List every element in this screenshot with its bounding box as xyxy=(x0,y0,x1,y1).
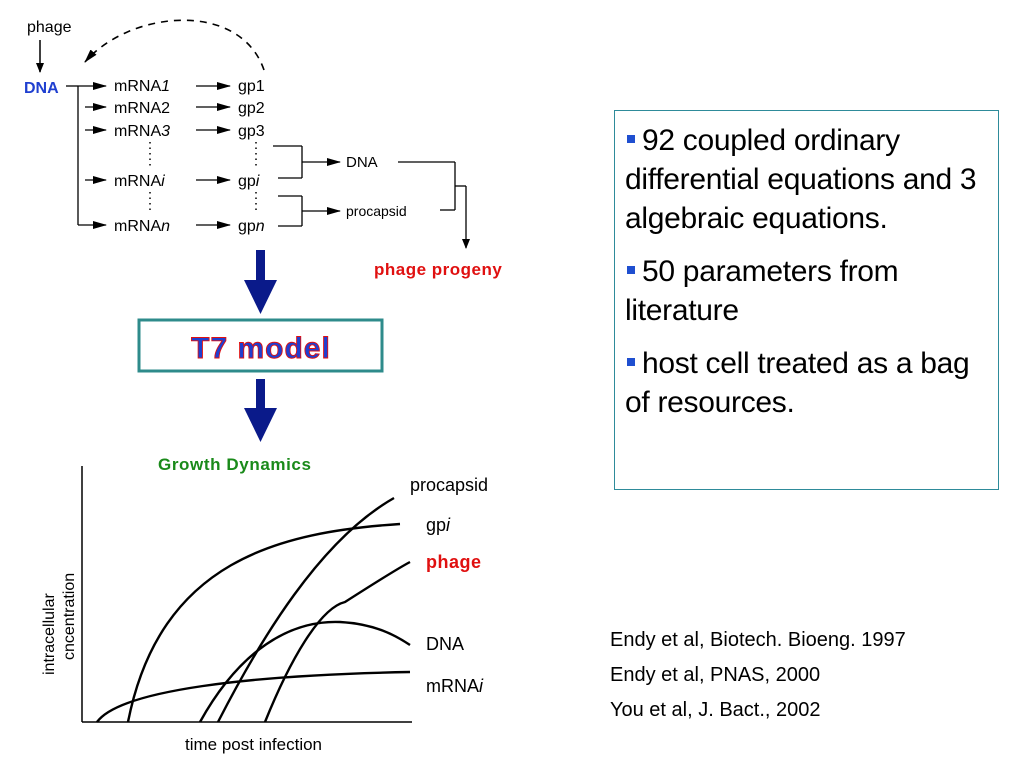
curve-gpi xyxy=(126,522,401,723)
navy-arrow-1-head xyxy=(244,280,277,314)
reference-2: Endy et al, PNAS, 2000 xyxy=(610,664,821,686)
gp-n-label: gpn xyxy=(238,218,265,235)
growth-dynamics-label: Growth Dynamics xyxy=(158,455,312,474)
reference-3: You et al, J. Bact., 2002 xyxy=(610,699,821,721)
mrna-1-label: mRNA1 xyxy=(114,78,170,95)
curve-procapsid xyxy=(216,496,395,723)
gp-2-label: gp2 xyxy=(238,100,265,117)
phage-label: phage xyxy=(27,19,72,36)
mrna-i-label: mRNAi xyxy=(114,173,165,190)
curve-phage xyxy=(263,560,411,723)
curve-mrnai xyxy=(96,670,411,723)
assembly-procapsid-label: procapsid xyxy=(346,203,407,219)
gp-1-label: gp1 xyxy=(238,78,265,95)
bullet-text-equations: 92 coupled ordinary differential equatio… xyxy=(625,124,977,235)
t7-model-box xyxy=(137,318,384,373)
plot-y-label-line1: intracellular xyxy=(41,593,58,675)
references: Endy et al, Biotech. Bioeng. 1997 Endy e… xyxy=(610,623,906,728)
t7-model-title: T7 model xyxy=(191,332,331,365)
navy-arrow-2-head xyxy=(244,408,277,442)
assembly-dna-label: DNA xyxy=(346,154,378,171)
bullet-item-parameters: 50 parameters from literature xyxy=(625,252,988,330)
growth-plot: time post infection intracellular cncent… xyxy=(41,466,488,754)
mrna-2-label: mRNA2 xyxy=(114,100,170,117)
gp-3-label: gp3 xyxy=(238,123,265,140)
reference-1: Endy et al, Biotech. Bioeng. 1997 xyxy=(610,629,906,651)
bullet-text-host-cell: host cell treated as a bag of resources. xyxy=(625,347,970,419)
curve-label-gpi: gpi xyxy=(426,515,451,535)
curve-label-phage: phage xyxy=(426,552,482,572)
bullet-text-parameters: 50 parameters from literature xyxy=(625,255,899,327)
bullet-item-equations: 92 coupled ordinary differential equatio… xyxy=(625,121,988,238)
curve-label-procapsid: procapsid xyxy=(410,475,488,495)
bullet-square-icon xyxy=(627,135,635,144)
feedback-dashed-arrow xyxy=(84,19,265,71)
curve-label-dna: DNA xyxy=(426,634,464,654)
dna-label: DNA xyxy=(24,80,59,97)
navy-arrow-2-shaft xyxy=(256,379,265,411)
curve-label-mrnai: mRNAi xyxy=(426,676,484,696)
mrna-3-label: mRNA3 xyxy=(114,123,170,140)
navy-arrow-1-shaft xyxy=(256,250,265,284)
bullet-item-host-cell: host cell treated as a bag of resources. xyxy=(625,344,988,422)
bullet-square-icon xyxy=(627,358,635,367)
plot-x-label: time post infection xyxy=(185,735,322,754)
mrna-n-label: mRNAn xyxy=(114,218,170,235)
plot-y-label-line2: cncentration xyxy=(61,573,78,660)
bullet-box: 92 coupled ordinary differential equatio… xyxy=(614,110,999,490)
gp-i-label: gpi xyxy=(238,173,260,190)
bullet-square-icon xyxy=(627,266,635,275)
phage-progeny-label: phage progeny xyxy=(374,260,502,279)
curve-dna xyxy=(198,620,411,723)
